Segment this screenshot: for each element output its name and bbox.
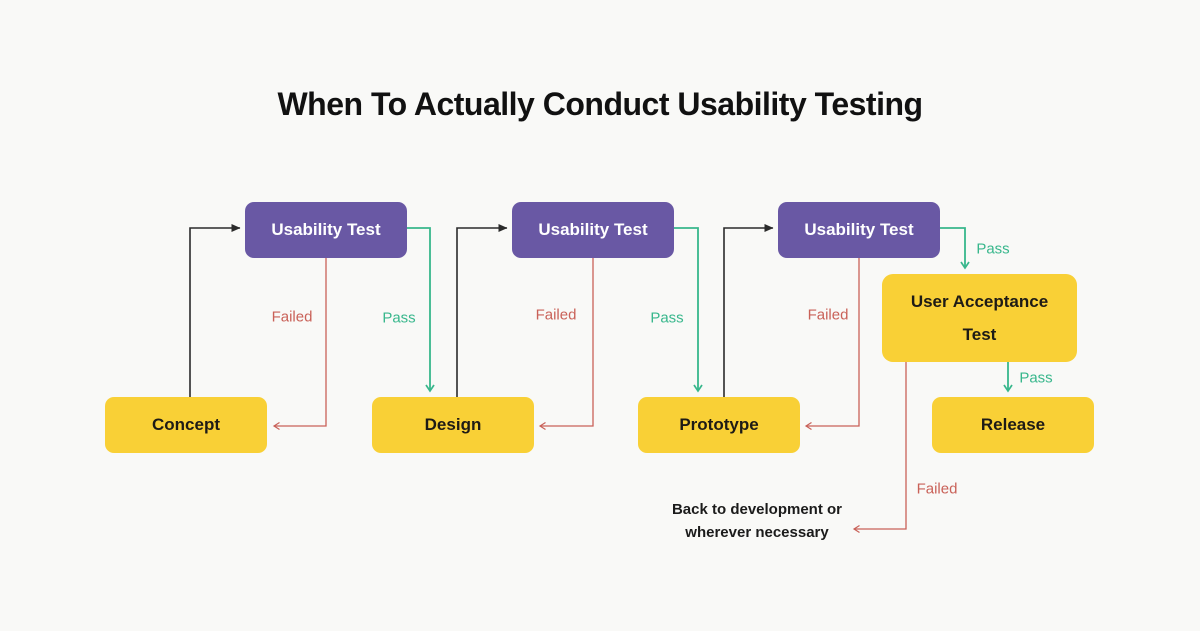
node-design: Design xyxy=(372,397,534,453)
edge-pass-usability-test-1-to-design xyxy=(407,227,435,393)
edge-pass-usability-test-3-to-uat xyxy=(940,227,970,270)
edge-failed-usability-test-3-to-prototype xyxy=(804,258,860,431)
edge-label-pass-1: Pass xyxy=(382,309,416,327)
note-line-1: Back to development or xyxy=(671,500,843,518)
node-usability-test-1: Usability Test xyxy=(245,202,407,258)
edge-label-pass-uat: Pass xyxy=(1019,369,1053,387)
edge-failed-usability-test-2-to-design xyxy=(538,258,594,431)
edge-concept-to-usability-test-1 xyxy=(189,224,241,397)
edge-label-pass-3: Pass xyxy=(976,240,1010,258)
note-back-to-development: Back to development or wherever necessar… xyxy=(637,498,877,545)
node-release: Release xyxy=(932,397,1094,453)
node-usability-test-3: Usability Test xyxy=(778,202,940,258)
edge-pass-usability-test-2-to-prototype xyxy=(673,227,703,393)
edge-label-failed-uat: Failed xyxy=(916,480,958,498)
edge-label-failed-2: Failed xyxy=(535,306,577,324)
edge-label-pass-2: Pass xyxy=(650,309,684,327)
edge-failed-uat-to-note xyxy=(852,362,907,534)
page-title: When To Actually Conduct Usability Testi… xyxy=(277,86,923,122)
node-prototype: Prototype xyxy=(638,397,800,453)
node-usability-test-2: Usability Test xyxy=(512,202,674,258)
edge-prototype-to-usability-test-3 xyxy=(723,224,774,397)
note-line-2: wherever necessary xyxy=(685,524,829,541)
node-user-acceptance-test: User Acceptance Test xyxy=(882,274,1077,362)
edge-label-failed-1: Failed xyxy=(271,308,313,326)
edge-design-to-usability-test-2 xyxy=(456,224,508,397)
edge-label-failed-3: Failed xyxy=(807,306,849,324)
edge-failed-usability-test-1-to-concept xyxy=(272,258,327,431)
node-concept: Concept xyxy=(105,397,267,453)
